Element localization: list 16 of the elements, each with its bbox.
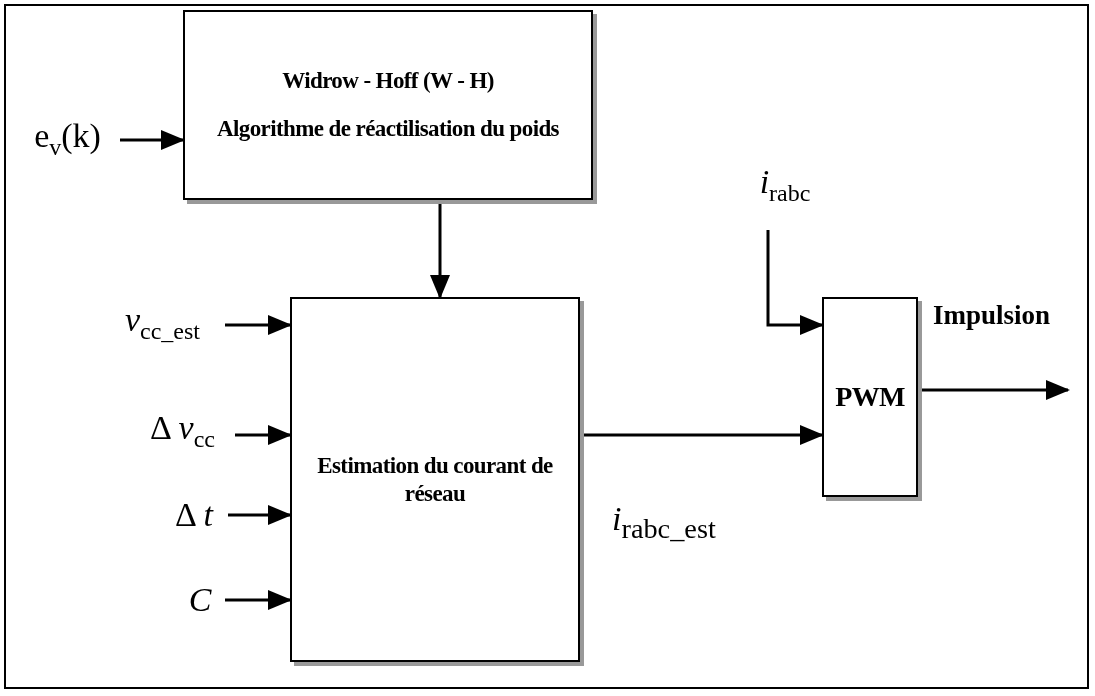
input-label: Δ t: [175, 498, 213, 532]
box-text: PWM: [835, 380, 905, 414]
box-text: Algorithme de réactilisation du poids: [217, 115, 559, 143]
arrow: [225, 315, 292, 335]
input-label: e$_{v}$(k): [34, 119, 101, 159]
box-text: Estimation du courant de réseau: [316, 451, 554, 508]
arrow: [228, 505, 292, 525]
input-label: i$_{rabc}$: [759, 165, 811, 205]
box-text: Widrow - Hoff (W - H): [282, 67, 494, 95]
arrow: [225, 590, 292, 610]
arrow: [235, 425, 292, 445]
arrow: [120, 130, 185, 150]
input-label: Δ v$_{cc}$: [150, 411, 215, 451]
input-label: v$_{cc_est}$: [124, 303, 201, 343]
input-label: C: [188, 583, 212, 617]
arrow: [766, 230, 824, 335]
